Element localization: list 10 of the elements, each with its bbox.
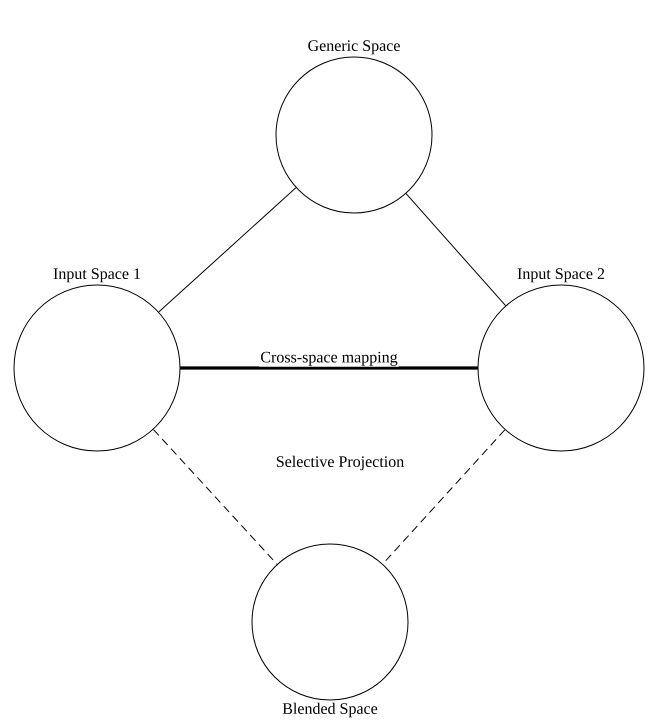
edge-label: Cross-space mapping <box>261 352 398 366</box>
node-label: Input Space 1 <box>54 268 140 282</box>
node-label: Generic Space <box>308 40 400 54</box>
connector-line <box>180 366 478 370</box>
connector-line <box>406 193 506 306</box>
node-label: Blended Space <box>282 702 378 718</box>
node-label: Input Space 2 <box>518 268 604 282</box>
connector-line <box>152 429 278 565</box>
annotation-label: Selective Projection <box>276 456 404 470</box>
connector-line <box>158 187 296 312</box>
